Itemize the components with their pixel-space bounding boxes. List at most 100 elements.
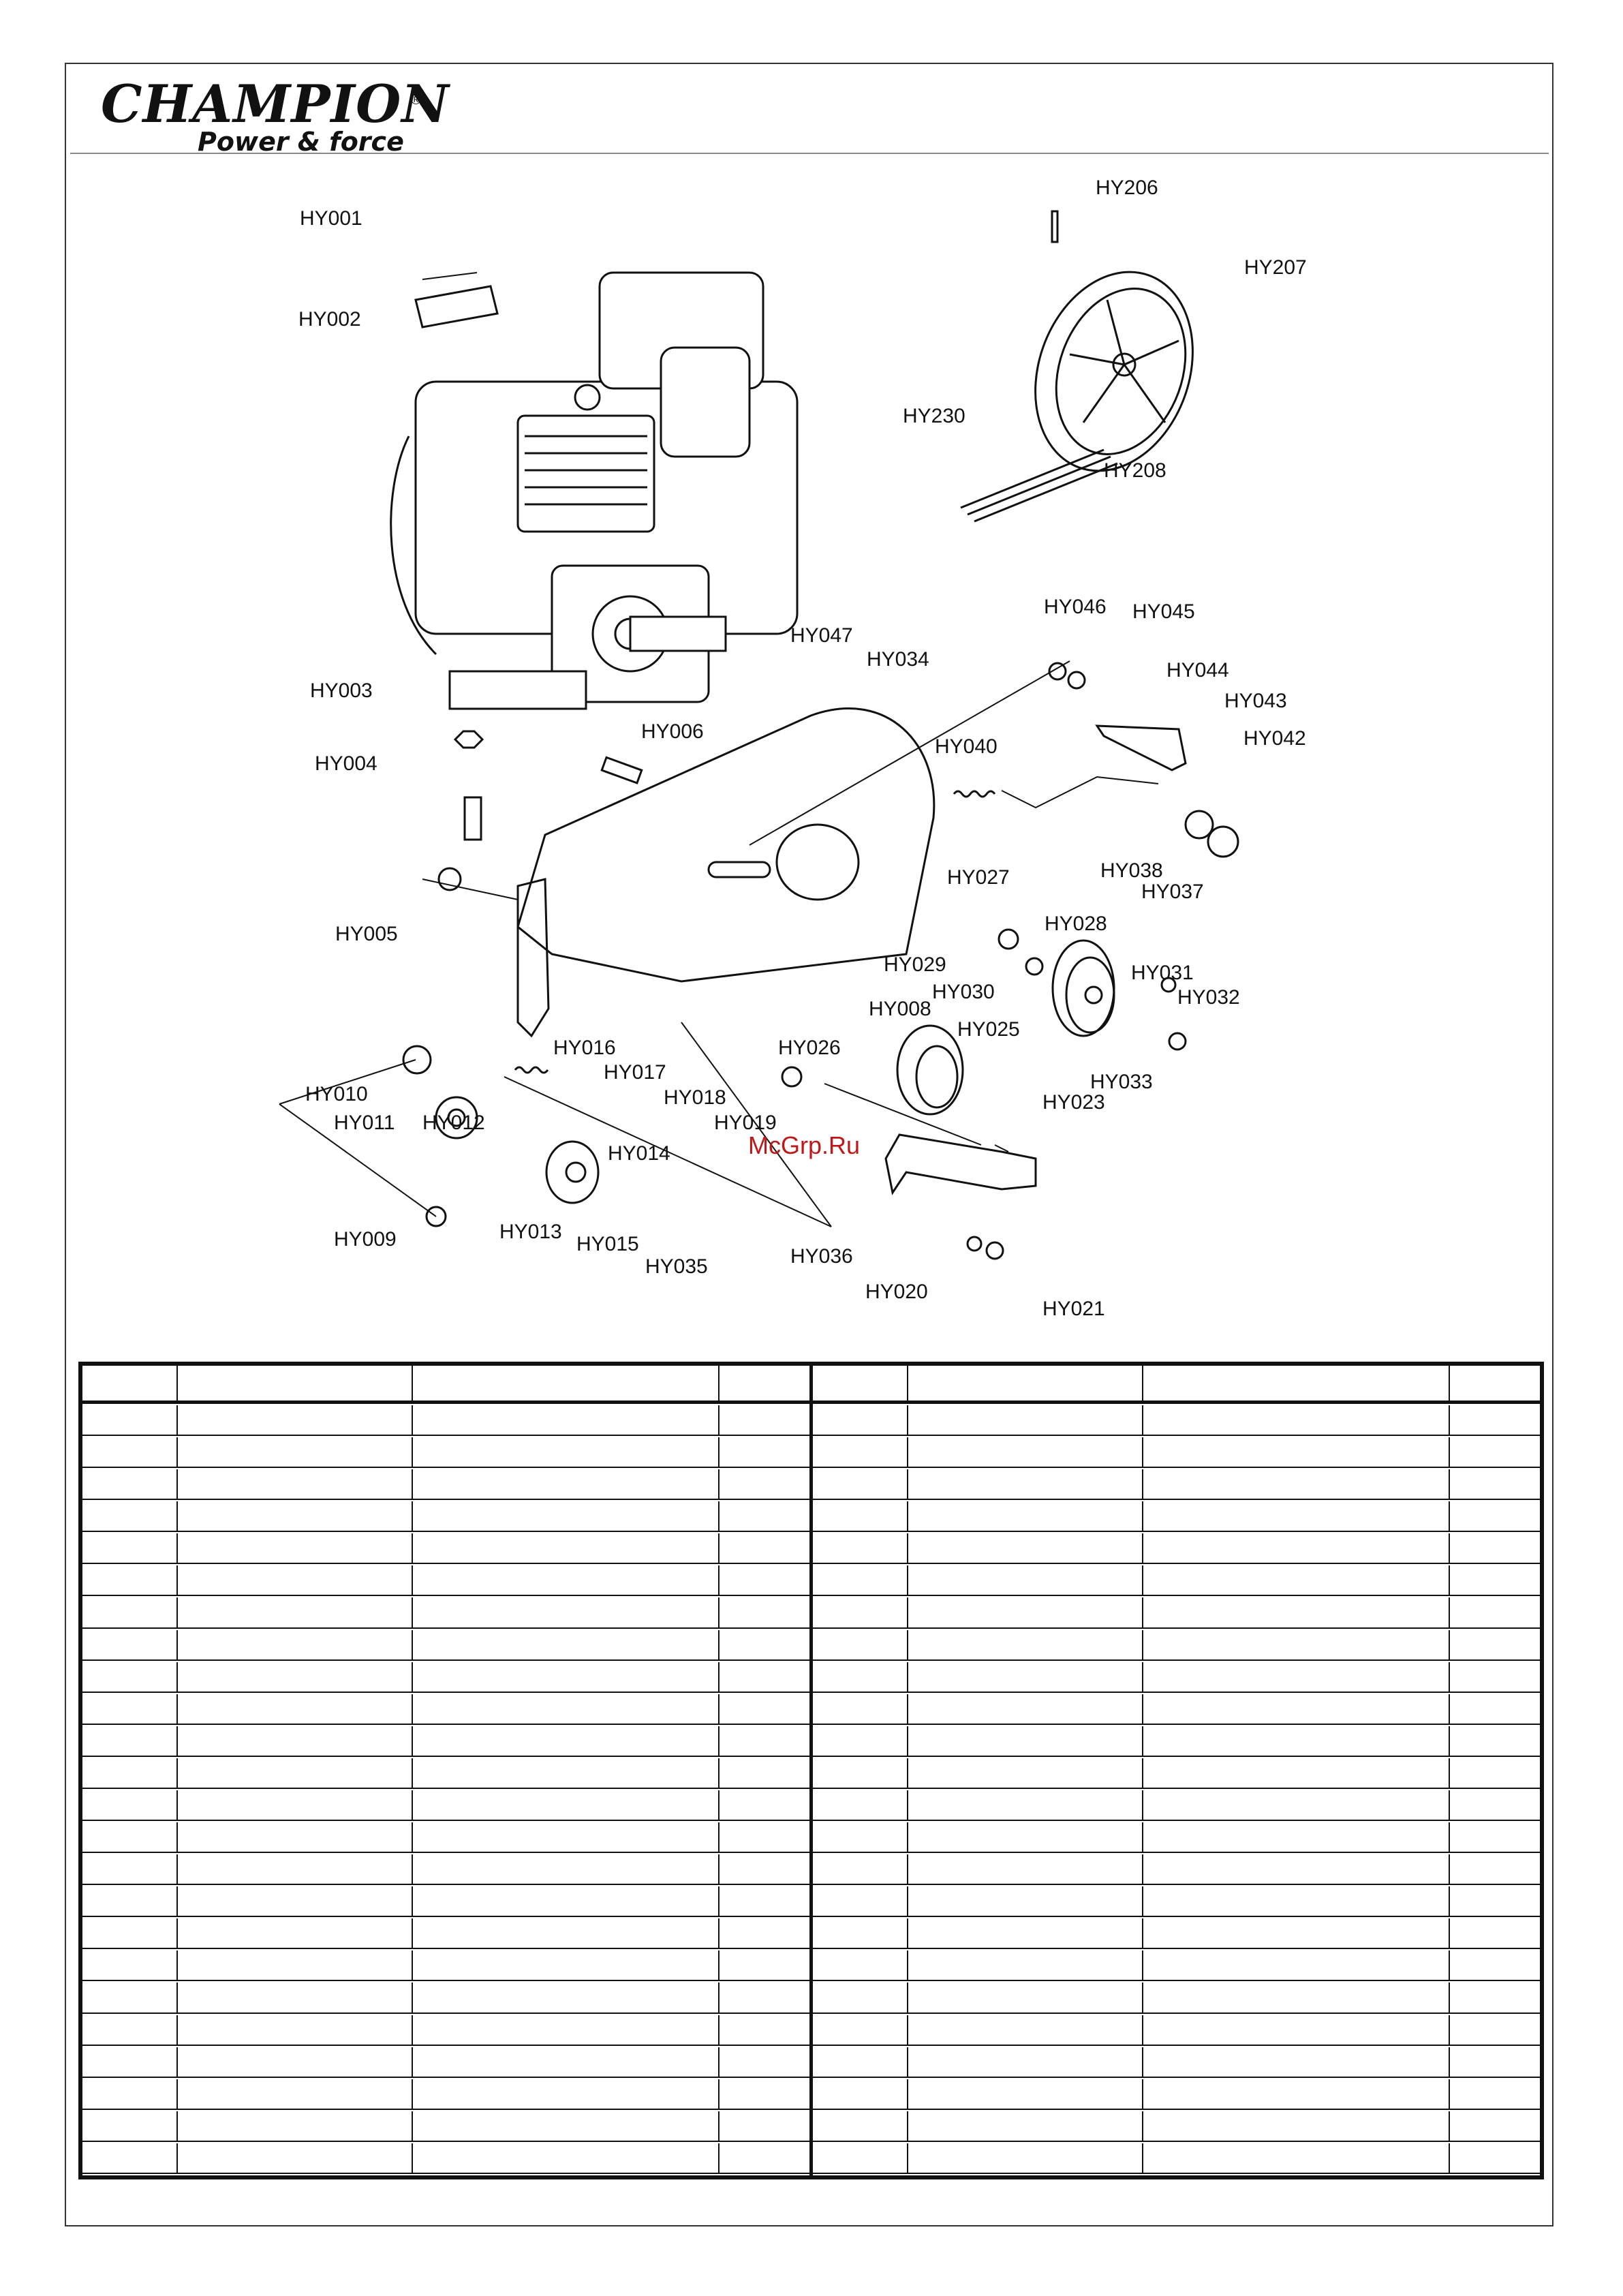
label-hy046: HY046: [1044, 596, 1107, 618]
table-cell: [813, 1950, 908, 1982]
table-cell: [720, 1630, 809, 1661]
table-cell: [413, 1983, 720, 2014]
table-cell: [813, 1983, 908, 2014]
label-hy021: HY021: [1042, 1298, 1105, 1320]
table-cell: [720, 1918, 809, 1950]
table-cell: [908, 1469, 1143, 1501]
table-cell: [908, 1790, 1143, 1822]
table-cell: [908, 2143, 1143, 2174]
table-cell: [413, 1918, 720, 1950]
table-cell: [813, 1437, 908, 1469]
table-header-cell: [178, 1366, 413, 1404]
arm-hy044: [1095, 724, 1187, 771]
table-cell: [413, 1854, 720, 1886]
label-hy230: HY230: [903, 405, 965, 427]
table-cell: [908, 2047, 1143, 2078]
table-cell: [908, 1437, 1143, 1469]
label-hy206: HY206: [1096, 177, 1158, 199]
table-cell: [82, 2143, 178, 2174]
table-cell: [178, 1822, 413, 1854]
table-cell: [908, 1886, 1143, 1918]
label-hy207: HY207: [1244, 256, 1307, 279]
table-cell: [1143, 1726, 1450, 1757]
table-cell: [82, 1983, 178, 2014]
table-cell: [720, 1565, 809, 1597]
label-hy033: HY033: [1090, 1071, 1153, 1093]
table-cell: [413, 1469, 720, 1501]
table-cell: [813, 1822, 908, 1854]
washer-hy020: [966, 1236, 983, 1252]
table-cell: [413, 2111, 720, 2142]
table-cell: [1143, 1758, 1450, 1789]
label-hy004: HY004: [315, 752, 377, 775]
label-hy045: HY045: [1132, 600, 1195, 623]
table-cell: [413, 1694, 720, 1725]
table-cell: [1450, 1983, 1540, 2014]
table-cell: [82, 1597, 178, 1629]
washer-hy032: [1160, 977, 1177, 993]
gear-hy031: [1051, 939, 1115, 1037]
table-cell: [720, 1694, 809, 1725]
table-cell: [413, 1629, 720, 1661]
table-cell: [178, 1469, 413, 1501]
label-hy032: HY032: [1177, 986, 1240, 1009]
table-cell: [908, 1662, 1143, 1693]
table-cell: [908, 1533, 1143, 1565]
table-cell: [908, 1950, 1143, 1982]
table-cell: [178, 2079, 413, 2110]
table-cell: [178, 1950, 413, 1982]
table-cell: [813, 2047, 908, 2078]
table-cell: [720, 1983, 809, 2014]
table-header-cell: [82, 1366, 178, 1404]
part-labels: HY001 HY002 HY003 HY004 HY005 HY006 HY00…: [298, 177, 1307, 1320]
label-hy012: HY012: [422, 1112, 485, 1134]
table-cell: [813, 1726, 908, 1757]
table-cell: [1143, 2079, 1450, 2110]
table-cell: [1450, 1726, 1540, 1757]
engine-drawing: [390, 271, 799, 710]
washer-hy010: [402, 1045, 432, 1075]
table-cell: [720, 1886, 809, 1918]
champion-logo: CHAMPION ® Power & force: [101, 74, 449, 157]
table-cell: [178, 1854, 413, 1886]
table-cell: [720, 2015, 809, 2046]
table-cell: [813, 1918, 908, 1950]
table-cell: [1450, 2111, 1540, 2142]
table-cell: [813, 1662, 908, 1693]
table-cell: [1143, 2015, 1450, 2046]
label-hy005: HY005: [335, 923, 398, 945]
table-cell: [1143, 1469, 1450, 1501]
table-cell: [82, 2079, 178, 2110]
table-cell: [82, 1950, 178, 1982]
table-cell: [1143, 1405, 1450, 1437]
label-hy047: HY047: [790, 624, 853, 647]
nut-hy005: [437, 867, 462, 891]
table-header-cell: [908, 1366, 1143, 1404]
label-hy027: HY027: [947, 866, 1010, 889]
page-frame: [65, 63, 1554, 2226]
table-cell: [813, 2111, 908, 2142]
table-cell: [413, 1405, 720, 1437]
label-hy042: HY042: [1243, 727, 1306, 750]
table-cell: [1450, 2047, 1540, 2078]
table-cell: [720, 2079, 809, 2110]
table-cell: [1450, 1469, 1540, 1501]
table-cell: [908, 1629, 1143, 1661]
table-cell: [82, 1662, 178, 1693]
table-cell: [413, 1790, 720, 1822]
table-cell: [1450, 1565, 1540, 1597]
table-cell: [1450, 1918, 1540, 1950]
table-cell: [813, 1790, 908, 1822]
table-cell: [720, 2047, 809, 2078]
table-cell: [178, 1790, 413, 1822]
table-cell: [413, 1533, 720, 1565]
table-cell: [720, 1469, 809, 1501]
label-hy044: HY044: [1166, 659, 1229, 682]
table-cell: [908, 2079, 1143, 2110]
table-cell: [178, 1501, 413, 1533]
table-cell: [720, 2143, 809, 2174]
table-cell: [908, 2015, 1143, 2046]
table-cell: [82, 1565, 178, 1597]
bolt-hy004: [463, 796, 482, 841]
label-hy003: HY003: [310, 679, 373, 702]
